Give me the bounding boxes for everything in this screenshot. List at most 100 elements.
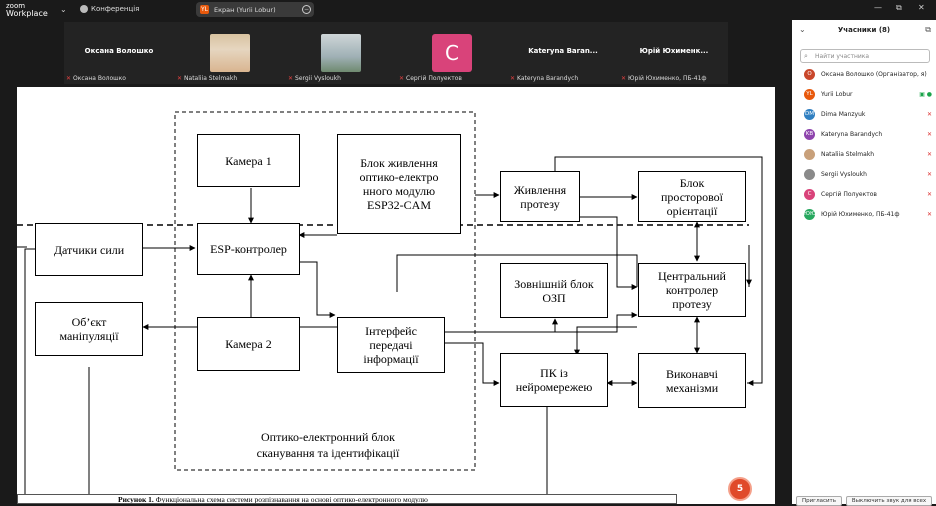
- participant-row[interactable]: Sergii Vysloukh ✕: [792, 165, 936, 185]
- participant-photo: [210, 34, 250, 72]
- video-tile[interactable]: ✕Nataliia Stelmakh: [175, 22, 285, 84]
- camera-1-block: Камера 1: [197, 134, 300, 187]
- video-tile[interactable]: C ✕Сергій Полуектов: [397, 22, 507, 84]
- participant-avatar: YL: [804, 89, 815, 100]
- participant-avatar: C: [804, 189, 815, 200]
- participant-row[interactable]: C Сергій Полуектов ✕: [792, 185, 936, 205]
- camera-1-label: Камера 1: [225, 153, 272, 168]
- pc-line: ПК із: [540, 366, 568, 380]
- mic-muted-icon: ✕: [621, 75, 627, 82]
- participant-row[interactable]: DM Dima Manzyuk ✕: [792, 105, 936, 125]
- close-icon[interactable]: ✕: [918, 3, 925, 12]
- participant-avatar: KB: [804, 129, 815, 140]
- mic-muted-icon: ✕: [926, 111, 932, 118]
- participants-panel: ⌄ Учасники (8) ⧉ ⌕ Найти участника О Окс…: [792, 20, 936, 506]
- external-line: Зовнішній блок: [514, 276, 594, 291]
- mute-all-button[interactable]: Выключить звук для всех: [846, 496, 932, 506]
- tile-footer-name: Nataliia Stelmakh: [184, 75, 238, 82]
- external-ram-block: Зовнішній блок ОЗП: [500, 263, 608, 318]
- mic-muted-icon: ✕: [926, 191, 932, 198]
- conference-label: Конференція: [91, 5, 140, 13]
- prosthesis-power-block: Живлення протезу: [500, 171, 580, 222]
- force-sensors-label: Датчики сили: [53, 242, 125, 257]
- esp-controller-label: ESP-контролер: [210, 242, 287, 256]
- video-tile[interactable]: ✕Sergii Vysloukh: [286, 22, 396, 84]
- figure-caption: Рисунок 1. Функціональна схема системи р…: [17, 494, 677, 504]
- actuators-line: механізми: [665, 380, 719, 395]
- central-line: контролер: [665, 283, 719, 297]
- tile-name: Kateryna Baran...: [528, 47, 598, 55]
- tile-footer: ✕Nataliia Stelmakh: [177, 75, 237, 82]
- mic-muted-icon: ✕: [926, 131, 932, 138]
- conference-button[interactable]: Конференція: [80, 5, 139, 13]
- tile-footer: ✕Kateryna Barandych: [510, 75, 578, 82]
- prosthesis-power-line: Живлення: [513, 182, 567, 197]
- central-line: Центральний: [658, 269, 726, 283]
- video-tile[interactable]: Kateryna Baran... ✕Kateryna Barandych: [508, 22, 618, 84]
- tile-footer: ✕Оксана Волошко: [66, 75, 126, 82]
- prosthesis-power-line: протезу: [520, 196, 560, 211]
- shield-icon: [80, 5, 88, 13]
- invite-button[interactable]: Пригласить: [796, 496, 842, 506]
- video-tile[interactable]: Юрій Юхименк... ✕Юрій Юхименко, ПБ-41ф: [619, 22, 729, 84]
- interface-line: інформації: [363, 352, 419, 366]
- participant-photo: [321, 34, 361, 72]
- mic-muted-icon: ✕: [177, 75, 183, 82]
- camera-2-block: Камера 2: [197, 317, 300, 371]
- central-line: протезу: [672, 297, 712, 311]
- stop-share-icon[interactable]: −: [302, 5, 311, 14]
- interface-line: Інтерфейс: [365, 324, 417, 338]
- tile-footer-name: Юрій Юхименко, ПБ-41ф: [628, 75, 707, 82]
- brand-bottom: Workplace: [6, 9, 48, 18]
- restore-icon[interactable]: ⧉: [896, 3, 902, 12]
- participant-name: Kateryna Barandych: [821, 131, 883, 138]
- brand-top: zoom: [6, 2, 26, 10]
- participant-row[interactable]: ЮЮ Юрій Юхименко, ПБ-41ф ✕: [792, 205, 936, 225]
- pc-neural-network-block: ПК із нейромережею: [500, 353, 608, 407]
- participant-row[interactable]: Nataliia Stelmakh ✕: [792, 145, 936, 165]
- spatial-line: просторової: [660, 189, 724, 204]
- screen-share-indicator[interactable]: YL Екран (Yurii Lobur) −: [196, 2, 314, 17]
- figure-label: Рисунок 1.: [118, 495, 154, 504]
- tile-footer-name: Оксана Волошко: [73, 75, 126, 82]
- title-bar: zoom Workplace ⌄ Конференція YL Екран (Y…: [0, 0, 925, 20]
- mic-muted-icon: ✕: [399, 75, 405, 82]
- collapse-icon[interactable]: ⌄: [799, 25, 806, 34]
- participant-initial: C: [432, 34, 472, 72]
- spatial-line: орієнтації: [666, 203, 718, 218]
- participant-row[interactable]: О Оксана Волошко (Організатор, я): [792, 65, 936, 85]
- mic-muted-icon: ✕: [926, 171, 932, 178]
- tile-footer: ✕Sergii Vysloukh: [288, 75, 341, 82]
- minimize-icon[interactable]: —: [874, 3, 882, 12]
- interface-block: Інтерфейс передачі інформації: [337, 317, 445, 373]
- power-supply-line: нного модулю: [362, 184, 436, 198]
- esp-controller-block: ESP-контролер: [197, 223, 300, 275]
- video-tile[interactable]: Оксана Волошко ✕Оксана Волошко: [64, 22, 174, 84]
- video-gallery-strip: Оксана Волошко ✕Оксана Волошко ✕Nataliia…: [64, 22, 728, 84]
- participant-avatar: DM: [804, 109, 815, 120]
- module-caption-line: сканування та ідентифікації: [256, 446, 400, 460]
- participant-row[interactable]: YL Yurii Lobur ▣ ●: [792, 85, 936, 105]
- central-controller-block: Центральний контролер протезу: [638, 263, 746, 317]
- participant-name: Юрій Юхименко, ПБ-41ф: [821, 211, 900, 218]
- participant-name: Sergii Vysloukh: [821, 171, 867, 178]
- participant-avatar: О: [804, 69, 815, 80]
- participant-search-input[interactable]: ⌕ Найти участника: [800, 49, 930, 63]
- search-placeholder: Найти участника: [815, 53, 870, 60]
- participant-name: Сергій Полуектов: [821, 191, 877, 198]
- shared-slide: Камера 1 Блок живлення оптико-електро нн…: [17, 87, 775, 504]
- slide-number-badge: 5: [728, 477, 752, 501]
- participant-row[interactable]: KB Kateryna Barandych ✕: [792, 125, 936, 145]
- mic-muted-icon: ✕: [288, 75, 294, 82]
- actuators-block: Виконавчі механізми: [638, 353, 746, 408]
- chevron-down-icon[interactable]: ⌄: [60, 5, 67, 14]
- participant-name: Yurii Lobur: [821, 91, 853, 98]
- zoom-logo: zoom Workplace: [6, 2, 48, 18]
- popout-icon[interactable]: ⧉: [925, 25, 931, 34]
- participant-name: Dima Manzyuk: [821, 111, 866, 118]
- participant-avatar: [804, 149, 815, 160]
- power-supply-line: ESP32-CAM: [366, 198, 431, 212]
- screen-share-label: Екран (Yurii Lobur): [214, 6, 276, 14]
- actuators-line: Виконавчі: [666, 366, 718, 381]
- participants-title: Учасники (8): [837, 26, 891, 34]
